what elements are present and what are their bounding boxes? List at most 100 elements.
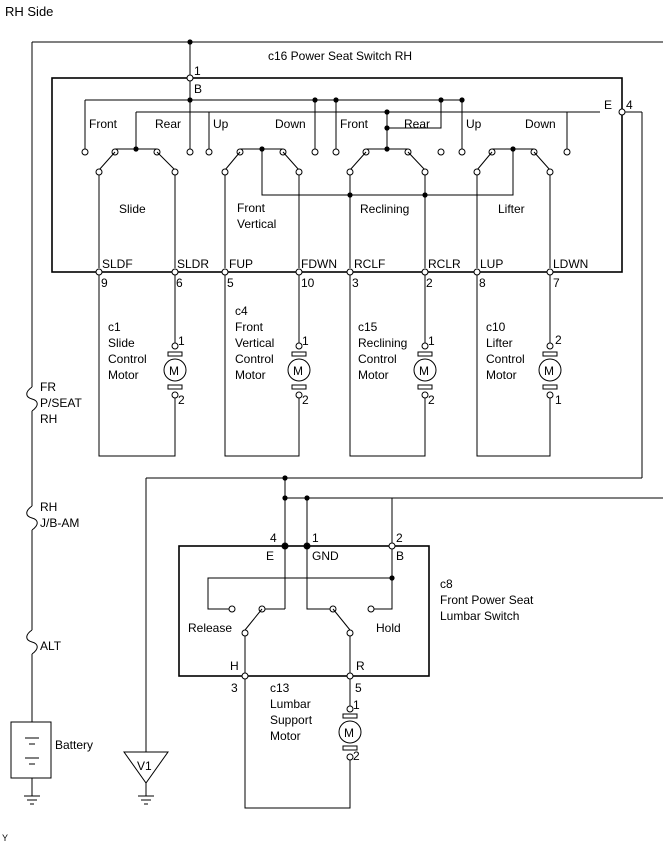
svg-text:P/SEAT: P/SEAT (40, 396, 82, 410)
svg-text:B: B (194, 82, 202, 96)
svg-text:Motor: Motor (486, 368, 517, 382)
svg-text:1: 1 (178, 334, 185, 348)
svg-text:E: E (266, 549, 274, 563)
svg-text:M: M (544, 364, 554, 378)
svg-text:SLDR: SLDR (177, 257, 209, 271)
battery-label: Battery (55, 738, 93, 752)
svg-text:4: 4 (626, 98, 633, 112)
switch-housing (51, 77, 623, 273)
svg-text:6: 6 (176, 276, 183, 290)
switch-group-slide: Front Rear Slide (81, 117, 194, 268)
svg-text:10: 10 (301, 276, 315, 290)
svg-text:Up: Up (466, 117, 482, 131)
svg-text:Down: Down (525, 117, 556, 131)
battery: Battery (10, 721, 93, 796)
svg-text:2: 2 (396, 531, 403, 545)
svg-text:FUP: FUP (229, 257, 253, 271)
fuse-alt: ALT (26, 629, 62, 655)
svg-text:Lumbar Switch: Lumbar Switch (440, 609, 519, 623)
svg-text:3: 3 (352, 276, 359, 290)
svg-text:1: 1 (302, 334, 309, 348)
power-wiring (31, 41, 663, 752)
junction-dot (282, 475, 288, 481)
svg-text:1: 1 (555, 393, 562, 407)
svg-text:Release: Release (188, 621, 232, 635)
svg-text:Hold: Hold (376, 621, 401, 635)
svg-text:Lifter: Lifter (486, 336, 513, 350)
svg-text:Front: Front (235, 320, 264, 334)
svg-text:M: M (419, 364, 429, 378)
svg-text:Down: Down (275, 117, 306, 131)
ground-point-v1: V1 (123, 751, 169, 805)
svg-text:Control: Control (358, 352, 397, 366)
svg-text:Vertical: Vertical (237, 217, 276, 231)
footer-code: Y (2, 833, 8, 843)
lifter-control-motor: M 2 1 c10 Lifter Control Motor (476, 275, 562, 457)
lumbar-switch: c8 Front Power Seat Lumbar Switch 4 1 2 … (178, 495, 534, 695)
svg-text:Motor: Motor (358, 368, 389, 382)
svg-text:M: M (344, 726, 354, 740)
switch-group-lifter: Up Down Lifter (458, 117, 571, 268)
svg-text:5: 5 (355, 681, 362, 695)
switch-terminals: SLDF SLDR FUP FDWN RCLF RCLR LUP LDWN 9 … (95, 257, 588, 290)
svg-text:Motor: Motor (270, 729, 301, 743)
front-vertical-control-motor: M 1 2 c4 Front Vertical Control Motor (224, 275, 311, 457)
svg-text:FDWN: FDWN (301, 257, 337, 271)
junction-dot (187, 39, 193, 45)
svg-text:LUP: LUP (480, 257, 503, 271)
svg-text:3: 3 (231, 681, 238, 695)
power-seat-switch-rh: c16 Power Seat Switch RH 1 B 4 E (51, 49, 633, 290)
svg-text:Front Power Seat: Front Power Seat (440, 593, 534, 607)
svg-text:7: 7 (553, 276, 560, 290)
svg-text:Vertical: Vertical (235, 336, 274, 350)
svg-text:5: 5 (227, 276, 234, 290)
svg-text:RH: RH (40, 500, 57, 514)
svg-text:Reclining: Reclining (360, 202, 409, 216)
svg-text:Slide: Slide (119, 202, 146, 216)
svg-text:1: 1 (353, 698, 360, 712)
svg-text:Front: Front (89, 117, 118, 131)
svg-text:RH: RH (40, 412, 57, 426)
svg-text:Slide: Slide (108, 336, 135, 350)
svg-text:M: M (169, 364, 179, 378)
svg-text:2: 2 (353, 749, 360, 763)
svg-text:Motor: Motor (235, 368, 266, 382)
svg-text:2: 2 (178, 393, 185, 407)
svg-text:1: 1 (194, 64, 201, 78)
ground-icon (24, 795, 40, 805)
svg-text:c8: c8 (440, 577, 453, 591)
svg-text:Control: Control (108, 352, 147, 366)
svg-text:Control: Control (235, 352, 274, 366)
svg-text:J/B-AM: J/B-AM (40, 516, 79, 530)
ground-point-label: V1 (137, 759, 152, 773)
svg-text:9: 9 (101, 276, 108, 290)
svg-text:2: 2 (428, 393, 435, 407)
svg-text:c4: c4 (235, 304, 248, 318)
svg-text:Front: Front (237, 201, 266, 215)
svg-text:Motor: Motor (108, 368, 139, 382)
svg-text:8: 8 (479, 276, 486, 290)
svg-text:2: 2 (426, 276, 433, 290)
switch-group-front-vertical: Up Down Front Vertical (205, 117, 319, 268)
svg-text:M: M (293, 364, 303, 378)
svg-text:Front: Front (340, 117, 369, 131)
svg-text:Support: Support (270, 713, 313, 727)
reclining-control-motor: M 1 2 c15 Reclining Control Motor (349, 275, 437, 457)
svg-text:c13: c13 (270, 681, 290, 695)
svg-text:Rear: Rear (404, 117, 430, 131)
switch-group-reclining: Front Rear Reclining (332, 117, 445, 268)
svg-text:Lifter: Lifter (498, 202, 525, 216)
svg-text:RCLR: RCLR (428, 257, 461, 271)
svg-text:RCLF: RCLF (354, 257, 385, 271)
svg-text:R: R (356, 659, 365, 673)
side-label: RH Side (5, 4, 53, 19)
svg-text:GND: GND (312, 549, 339, 563)
svg-text:c1: c1 (108, 320, 121, 334)
svg-text:Reclining: Reclining (358, 336, 407, 350)
svg-text:LDWN: LDWN (553, 257, 588, 271)
svg-text:B: B (396, 549, 404, 563)
svg-text:E: E (604, 98, 612, 112)
svg-text:Lumbar: Lumbar (270, 697, 311, 711)
